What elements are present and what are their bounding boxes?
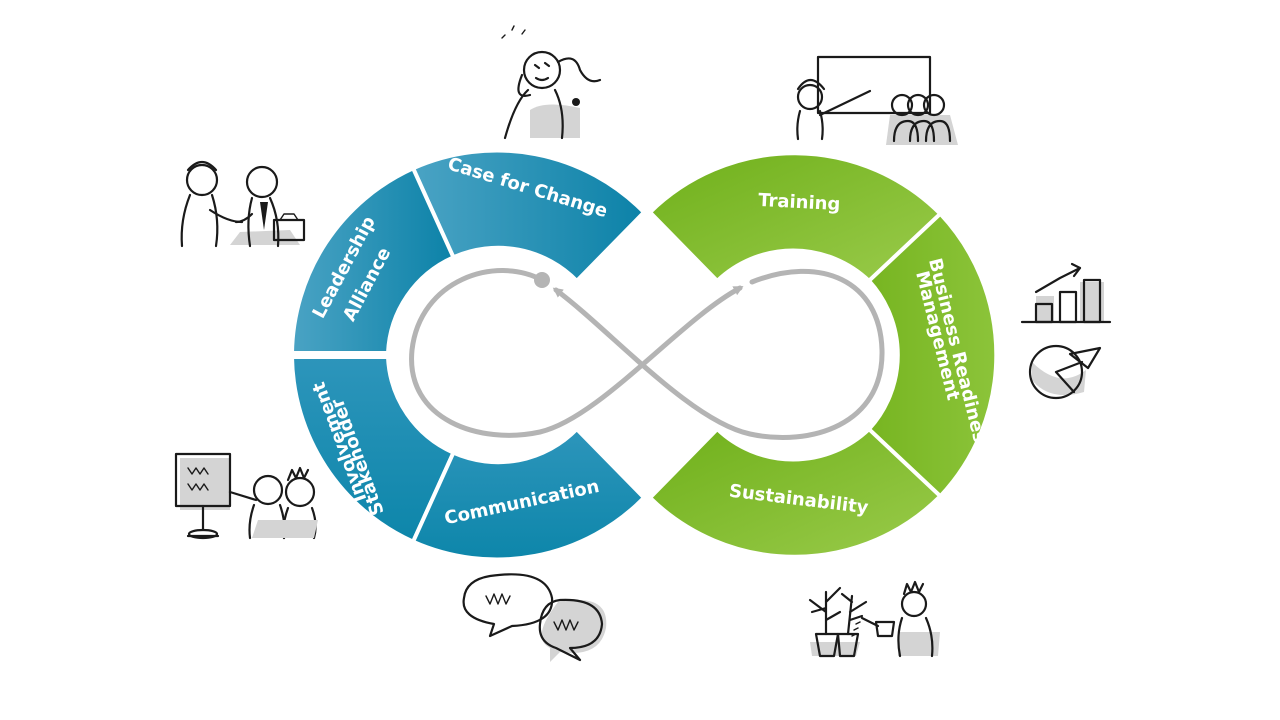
segment-leadership-alliance[interactable] [289, 165, 457, 355]
charts-icon [1020, 262, 1112, 400]
right-ring [647, 151, 999, 559]
segment-communication[interactable] [410, 426, 647, 562]
segment-training[interactable] [647, 151, 944, 284]
flow-start-dot [534, 272, 550, 288]
handshake-icon [180, 160, 306, 248]
segment-sustainability[interactable] [647, 426, 944, 559]
teacher-class-icon [796, 55, 958, 145]
left-ring [289, 148, 647, 562]
segment-business-readiness-management[interactable] [866, 210, 999, 500]
segment-stakeholder-involvement[interactable] [289, 355, 457, 545]
gardener-icon [808, 580, 940, 658]
label-training: Training [758, 190, 841, 215]
flow-path-line-right [552, 268, 885, 440]
flipchart-presenter-icon [174, 452, 318, 540]
presenter-icon [501, 25, 602, 140]
flow-path [409, 268, 885, 440]
segment-case-for-change[interactable] [410, 148, 647, 284]
flow-path-line [409, 268, 744, 438]
speech-bubbles-icon [462, 573, 607, 662]
